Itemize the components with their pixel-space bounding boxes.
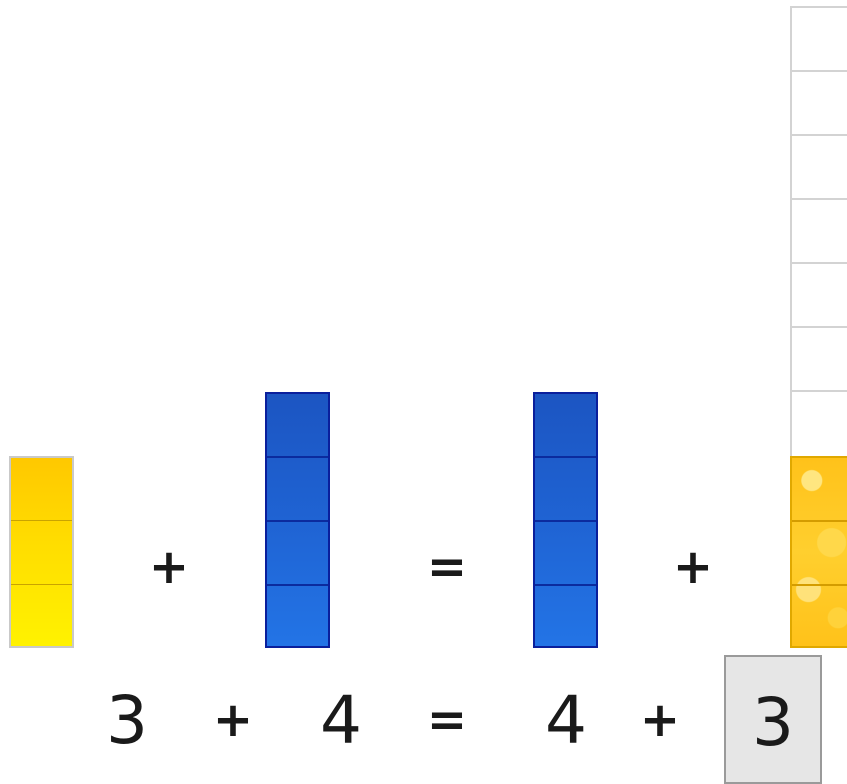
blue-block-bar-4-result — [533, 392, 598, 648]
block-divider — [267, 456, 328, 458]
plus-sign-blocks-2: + — [672, 539, 714, 595]
equation-plus-2: + — [639, 692, 681, 748]
block-divider — [535, 584, 596, 586]
block-divider — [792, 520, 847, 522]
equation-addend-b: 4 — [320, 682, 362, 759]
yellow-block-bar-answer[interactable] — [790, 456, 847, 648]
answer-value: 3 — [752, 684, 794, 761]
tower-slot-line — [792, 262, 847, 264]
plus-sign-blocks: + — [148, 539, 190, 595]
equation-equals: = — [426, 692, 468, 748]
equation-addend-a: 3 — [106, 682, 148, 759]
tower-slot-line — [792, 70, 847, 72]
block-divider — [267, 584, 328, 586]
block-divider — [535, 456, 596, 458]
block-divider — [11, 520, 72, 521]
block-divider — [535, 520, 596, 522]
block-divider — [792, 584, 847, 586]
equation-addend-c: 4 — [545, 682, 587, 759]
equals-sign-blocks: = — [426, 539, 468, 595]
tower-slot-line — [792, 390, 847, 392]
tower-slot-line — [792, 326, 847, 328]
block-divider — [267, 520, 328, 522]
answer-input-box[interactable]: 3 — [724, 655, 822, 784]
tower-slot-line — [792, 134, 847, 136]
tower-slot-line — [792, 198, 847, 200]
answer-block-tower[interactable] — [790, 6, 847, 456]
block-divider — [11, 584, 72, 585]
yellow-block-bar-3 — [9, 456, 74, 648]
blue-block-bar-4 — [265, 392, 330, 648]
equation-plus-1: + — [212, 692, 254, 748]
